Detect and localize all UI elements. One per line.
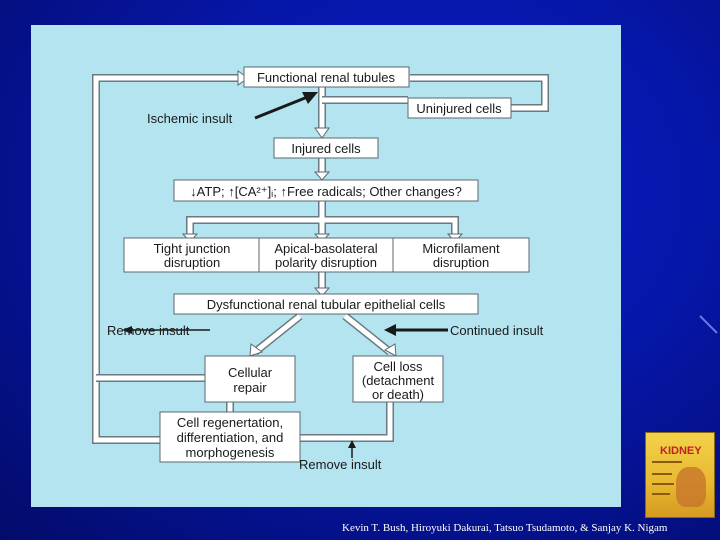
microfilament-label-1: Microfilament	[422, 241, 500, 256]
cell-loss-box	[352, 355, 444, 403]
remove-insult-label-1: Remove insult	[107, 323, 190, 338]
continued-insult-label: Continued insult	[450, 323, 544, 338]
microfilament-box	[392, 237, 530, 273]
kidney-illustration	[676, 467, 706, 507]
tight-junction-box	[123, 237, 261, 273]
kidney-book-cover: KIDNEY	[645, 432, 715, 518]
microfilament-label-2: disruption	[433, 255, 489, 270]
regeneration-box	[159, 411, 301, 463]
changes-box	[173, 179, 479, 202]
regeneration-label-2: differentiation, and	[177, 430, 284, 445]
cover-line	[652, 473, 672, 475]
ischemic-insult-label: Ischemic insult	[147, 111, 233, 126]
remove-insult-label-2: Remove insult	[299, 457, 382, 472]
cellular-repair-label-1: Cellular	[228, 365, 273, 380]
tight-junction-label-1: Tight junction	[154, 241, 231, 256]
apical-box	[258, 237, 395, 273]
apical-label-1: Apical-basolateral	[274, 241, 377, 256]
changes-label: ↓ATP; ↑[CA²⁺]ᵢ; ↑Free radicals; Other ch…	[190, 184, 462, 199]
injured-cells-label: Injured cells	[291, 141, 361, 156]
cell-loss-label-3: or death)	[372, 387, 424, 402]
regeneration-label-3: morphogenesis	[186, 445, 275, 460]
cover-line	[652, 483, 674, 485]
tight-junction-label-2: disruption	[164, 255, 220, 270]
dysfunctional-box	[173, 293, 479, 315]
cellular-repair-label-2: repair	[233, 380, 267, 395]
author-credit: Kevin T. Bush, Hiroyuki Dakurai, Tatsuo …	[342, 522, 668, 534]
cover-line	[652, 461, 682, 463]
functional-tubules-box	[243, 66, 410, 88]
functional-tubules-label: Functional renal tubules	[257, 70, 396, 85]
cell-loss-label-1: Cell loss	[373, 359, 423, 374]
cellular-repair-box	[204, 355, 296, 403]
flow-connectors	[92, 74, 549, 444]
uninjured-cells-box	[407, 97, 512, 119]
uninjured-cells-label: Uninjured cells	[416, 101, 502, 116]
book-title: KIDNEY	[660, 445, 702, 457]
dysfunctional-label: Dysfunctional renal tubular epithelial c…	[207, 297, 446, 312]
apical-label-2: polarity disruption	[275, 255, 377, 270]
cell-loss-label-2: (detachment	[362, 373, 435, 388]
regeneration-label-1: Cell regenertation,	[177, 415, 283, 430]
cover-line	[652, 493, 670, 495]
insult-arrows	[122, 92, 448, 458]
injured-cells-box	[273, 137, 379, 159]
